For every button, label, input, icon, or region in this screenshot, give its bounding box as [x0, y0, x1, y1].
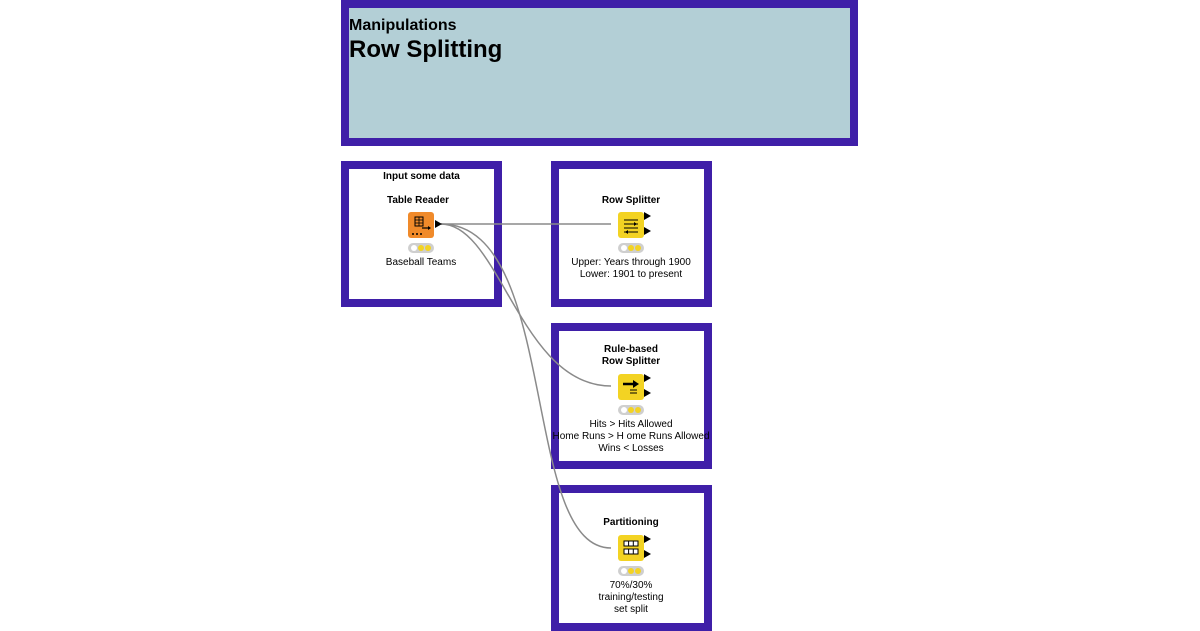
header-annotation: Manipulations Row Splitting [341, 0, 858, 146]
node-status-row-splitter [618, 243, 644, 253]
node-desc-partitioning: 70%/30% training/testing set split [598, 580, 664, 615]
output-port-first[interactable] [644, 535, 651, 543]
node-partitioning[interactable] [618, 535, 644, 561]
node-status-partitioning [618, 566, 644, 576]
output-port-lower[interactable] [644, 227, 651, 235]
node-title-partitioning: Partitioning [603, 517, 659, 528]
node-table-reader[interactable] [408, 212, 434, 238]
annotation-input: Input some data [341, 161, 502, 307]
output-port-second[interactable] [644, 550, 651, 558]
node-desc-rule-splitter: Hits > Hits Allowed Home Runs > H ome Ru… [552, 419, 710, 454]
output-port-true[interactable] [644, 374, 651, 382]
node-rule-splitter[interactable] [618, 374, 644, 400]
output-port-false[interactable] [644, 389, 651, 397]
node-title-table-reader: Table Reader [386, 195, 450, 206]
node-desc-table-reader: Baseball Teams [385, 257, 457, 268]
node-status-table-reader [408, 243, 434, 253]
row-splitter-icon [624, 219, 638, 234]
output-port-upper[interactable] [644, 212, 651, 220]
connection-to-rule-splitter[interactable] [440, 223, 612, 387]
annotation-input-label: Input some data [383, 171, 460, 182]
header-subtitle: Manipulations [349, 17, 457, 34]
node-row-splitter[interactable] [618, 212, 644, 238]
table-reader-icon [412, 216, 431, 235]
output-port[interactable] [435, 220, 442, 228]
node-title-row-splitter: Row Splitter [601, 195, 661, 206]
connection-to-partitioning[interactable] [440, 223, 612, 549]
annotation-partitioning [551, 485, 712, 631]
header-title: Row Splitting [349, 36, 503, 63]
partitioning-icon [623, 540, 639, 555]
node-desc-row-splitter: Upper: Years through 1900 Lower: 1901 to… [571, 257, 691, 280]
node-status-rule-splitter [618, 405, 644, 415]
node-title-rule-splitter: Rule-based Row Splitter [601, 344, 661, 367]
rule-splitter-icon [623, 380, 639, 394]
